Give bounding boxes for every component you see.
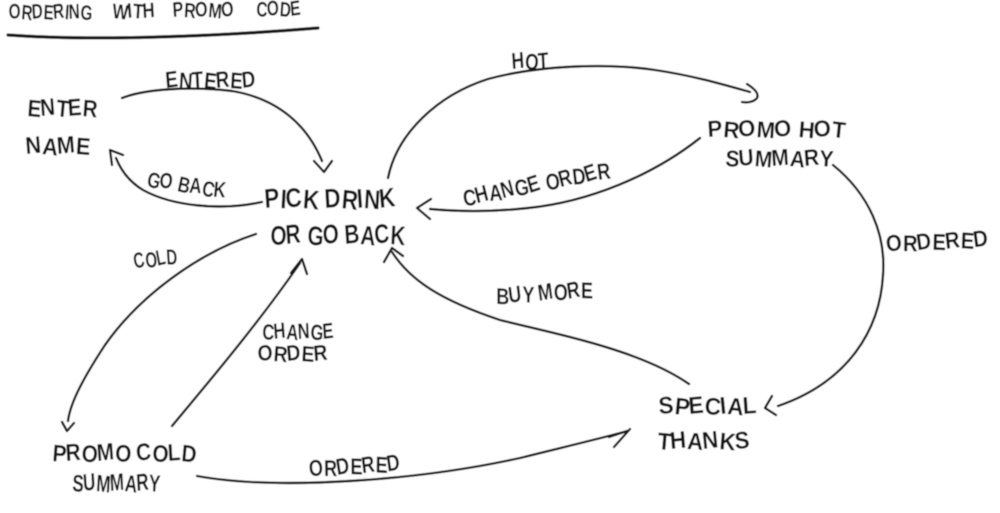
svg-text:PICK DRINK: PICK DRINK bbox=[263, 182, 397, 215]
svg-text:PROMO HOT: PROMO HOT bbox=[707, 114, 848, 143]
svg-text:OR GO BACK: OR GO BACK bbox=[270, 219, 407, 252]
svg-text:SPECIAL: SPECIAL bbox=[658, 392, 758, 422]
svg-text:THANKS: THANKS bbox=[656, 426, 750, 456]
svg-text:PROMO COLD: PROMO COLD bbox=[51, 439, 198, 469]
svg-text:ENTER: ENTER bbox=[26, 94, 98, 124]
svg-text:CODE: CODE bbox=[256, 0, 302, 22]
svg-text:NAME: NAME bbox=[24, 132, 91, 162]
svg-text:SUMMARY: SUMMARY bbox=[725, 144, 835, 173]
svg-text:PROMO: PROMO bbox=[171, 0, 234, 23]
svg-text:ORDER: ORDER bbox=[257, 340, 329, 368]
svg-text:HOT: HOT bbox=[510, 47, 549, 75]
svg-text:SUMMARY: SUMMARY bbox=[72, 469, 162, 498]
